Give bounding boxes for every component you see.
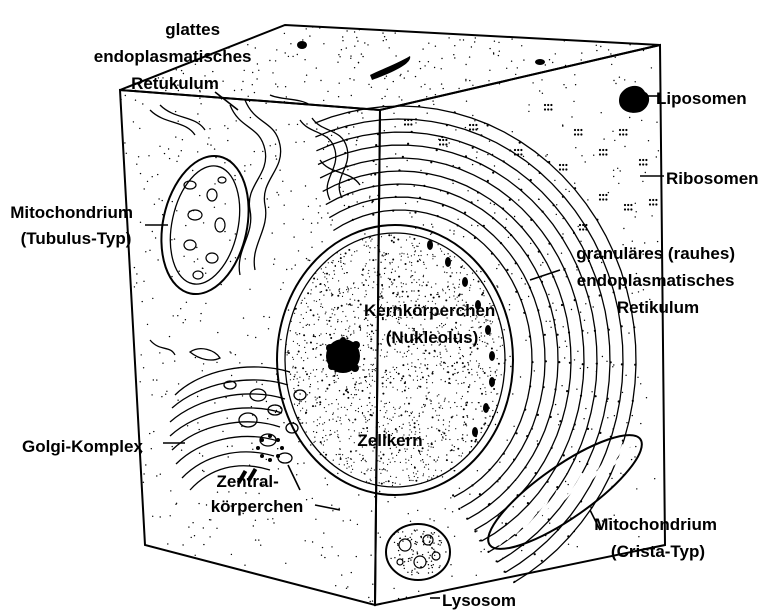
label-lysosome: Lysosom (442, 591, 516, 610)
lysosome (386, 524, 450, 580)
label-nucleus: Zellkern (357, 431, 422, 450)
label-liposomes: Liposomen (656, 89, 747, 108)
nucleus (277, 225, 513, 495)
label-smooth-er: glattes endoplasmatisches Retukulum (94, 20, 257, 93)
label-mito-tubulus: Mitochondrium (Tubulus-Typ) (10, 203, 138, 248)
label-ribosomes: Ribosomen (666, 169, 759, 188)
liposome (619, 86, 649, 113)
label-rough-er: granuläres (rauhes) endoplasmatisches Re… (576, 244, 739, 317)
nucleolus (326, 337, 360, 373)
golgi-complex (150, 340, 306, 490)
label-golgi: Golgi-Komplex (22, 437, 143, 456)
top-face-features (297, 41, 545, 80)
label-centriole: Zentral- körperchen (211, 472, 304, 516)
label-mito-crista: Mitochondrium (Crista-Typ) (594, 515, 722, 561)
